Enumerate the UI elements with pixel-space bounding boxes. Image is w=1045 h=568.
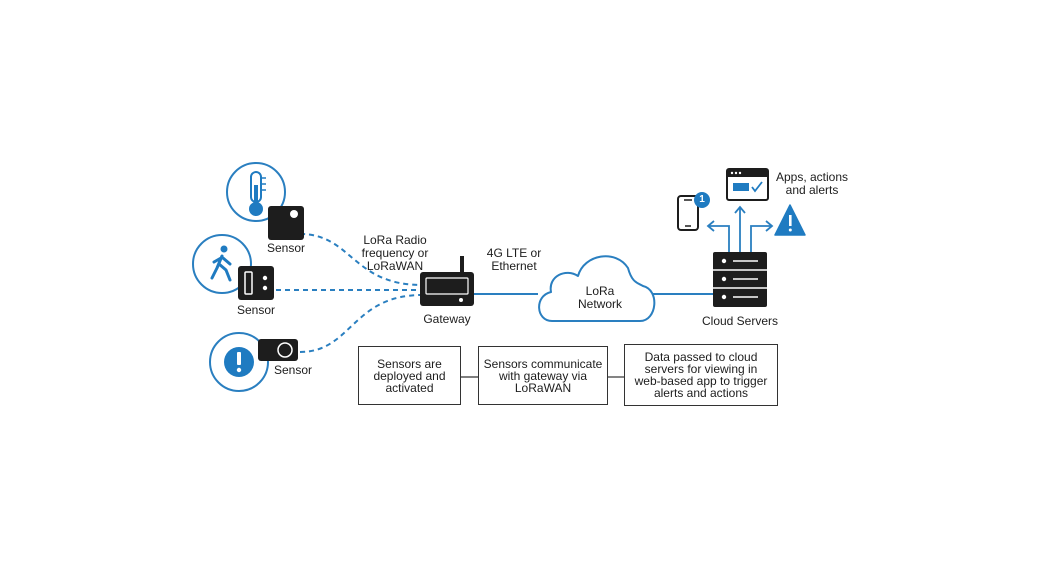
network-label: LoRa Network	[577, 284, 622, 311]
step-text-cloud: Data passed to cloud servers for viewing…	[634, 350, 768, 400]
warning-triangle-icon	[774, 204, 806, 236]
notification-badge	[694, 192, 710, 208]
sensor-2-label: Sensor	[236, 303, 276, 317]
backhaul-link-label: 4G LTE or Ethernet	[486, 246, 542, 273]
step-text-deploy: Sensors are deployed and activated	[373, 356, 446, 395]
server-rack-icon	[713, 252, 767, 307]
cloud-servers-label: Cloud Servers	[701, 314, 779, 328]
sensor-3-device-icon	[258, 339, 298, 361]
sensor-2-device-icon	[238, 266, 274, 300]
radio-link-label: LoRa Radio frequency or LoRaWAN	[361, 233, 429, 273]
step-box-deploy: Sensors are deployed and activated	[358, 346, 461, 405]
alert-exclamation-icon	[209, 332, 269, 392]
sensor-3-label: Sensor	[273, 363, 313, 377]
step-box-cloud: Data passed to cloud servers for viewing…	[624, 344, 778, 406]
outputs-label: Apps, actions and alerts	[775, 170, 849, 197]
gateway-router-icon	[420, 256, 474, 306]
cloud-icon	[538, 255, 656, 322]
gateway-label: Gateway	[423, 312, 471, 326]
output-arrows	[706, 205, 774, 252]
notification-badge-count: 1	[699, 194, 705, 205]
step-text-communicate: Sensors communicate with gateway via LoR…	[483, 356, 603, 395]
smartphone-icon	[677, 195, 699, 231]
walking-person-icon	[192, 234, 252, 294]
sensor-1-label: Sensor	[266, 241, 306, 255]
sensor-1-device-icon	[268, 206, 304, 240]
browser-app-icon	[726, 168, 769, 201]
sensor-3-link	[299, 294, 423, 353]
sensor-links	[276, 233, 423, 353]
step-box-communicate: Sensors communicate with gateway via LoR…	[478, 346, 608, 405]
